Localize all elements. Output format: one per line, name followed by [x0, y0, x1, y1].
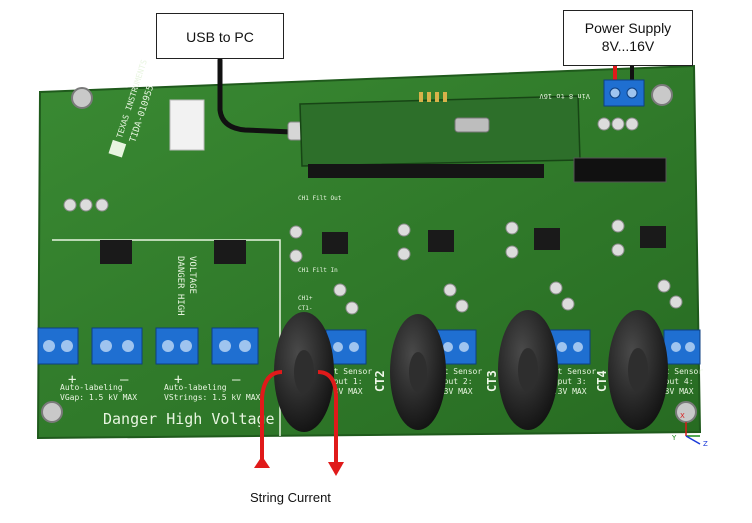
svg-text:3.3V MAX: 3.3V MAX — [548, 387, 587, 396]
ext-sensor-2-label: Ext Sensor Input 2: 3.3V MAX — [434, 367, 482, 396]
power-callout-line2: 8V...16V — [601, 38, 655, 54]
ct-coil-1 — [274, 312, 334, 432]
label-sticker — [169, 99, 205, 151]
axis-x-label: X — [680, 412, 685, 420]
svg-text:Ext Sensor: Ext Sensor — [434, 367, 482, 376]
ct3-label: CT3 — [485, 370, 499, 392]
usb-to-pc-callout: USB to PC — [156, 13, 284, 59]
svg-text:3.3V MAX: 3.3V MAX — [434, 387, 473, 396]
ct4-label: CT4 — [595, 370, 609, 392]
ext-sensor-1-label: Ext Sensor Input 1: 3.3V MAX — [324, 367, 372, 396]
ch1-filt-out: CH1 Filt Out — [298, 195, 342, 202]
danger-vertical-2: VOLTAGE — [187, 256, 197, 294]
string-current-wire — [260, 370, 338, 464]
ct2-label: CT2 — [373, 370, 387, 392]
vgap-minus: – — [120, 372, 129, 388]
power-supply-callout: Power Supply 8V...16V — [563, 10, 693, 66]
svg-text:Input 3:: Input 3: — [548, 377, 587, 386]
svg-text:Input 4:: Input 4: — [655, 377, 694, 386]
capacitors — [63, 117, 683, 315]
svg-text:3.3V MAX: 3.3V MAX — [324, 387, 363, 396]
ct-coil-4 — [608, 310, 668, 430]
svg-text:Ext Sensor: Ext Sensor — [655, 367, 703, 376]
axis-z-label: Z — [703, 440, 708, 448]
danger-vertical-1: DANGER HIGH — [175, 256, 185, 316]
vstrings-minus: – — [232, 372, 241, 388]
danger-bottom-text: Danger High Voltage — [103, 410, 275, 428]
svg-text:Input 1:: Input 1: — [324, 377, 363, 386]
ext-sensor-3-label: Ext Sensor Input 3: 3.3V MAX — [548, 367, 596, 396]
arrow-down-icon — [328, 462, 344, 476]
arrow-up-icon — [254, 456, 270, 468]
ct1-minus: CT1- — [298, 305, 312, 312]
usb-cable — [217, 57, 295, 135]
axis-indicator: X Y Z — [671, 412, 708, 448]
ct-coil-2 — [390, 314, 446, 430]
string-current-label: String Current — [250, 490, 331, 505]
svg-text:Ext Sensor: Ext Sensor — [324, 367, 372, 376]
daughter-board — [299, 95, 581, 167]
svg-text:3.3V MAX: 3.3V MAX — [655, 387, 694, 396]
power-callout-line1: Power Supply — [584, 20, 672, 36]
pin-header — [419, 92, 447, 102]
ext-sensor-4-label: Ext Sensor Input 4: 3.3V MAX — [655, 367, 703, 396]
vstrings-line2: VStrings: 1.5 kV MAX — [164, 393, 261, 402]
vstrings-plus: + — [174, 372, 182, 388]
vgap-plus: + — [68, 372, 76, 388]
ch1-filt-in: CH1 Filt In — [298, 267, 338, 274]
isolator-ics — [100, 226, 666, 264]
vgap-line2: VGap: 1.5 kV MAX — [60, 393, 137, 402]
vstrings-line1: Auto-labeling — [164, 383, 227, 392]
header-connector — [573, 157, 667, 183]
ct-coil-3 — [498, 310, 558, 430]
ch1-plus: CH1+ — [298, 295, 313, 302]
usb-callout-text: USB to PC — [186, 29, 254, 45]
axis-y-label: Y — [671, 434, 677, 442]
vin-label: Vin 8 to 16V — [539, 92, 590, 100]
usb-c-port — [454, 117, 490, 133]
mounting-holes — [41, 84, 697, 423]
svg-text:Input 2:: Input 2: — [434, 377, 473, 386]
hv-terminal-blocks — [37, 327, 259, 365]
vgap-line1: Auto-labeling — [60, 383, 123, 392]
edge-connector — [308, 164, 544, 178]
svg-text:Ext Sensor: Ext Sensor — [548, 367, 596, 376]
